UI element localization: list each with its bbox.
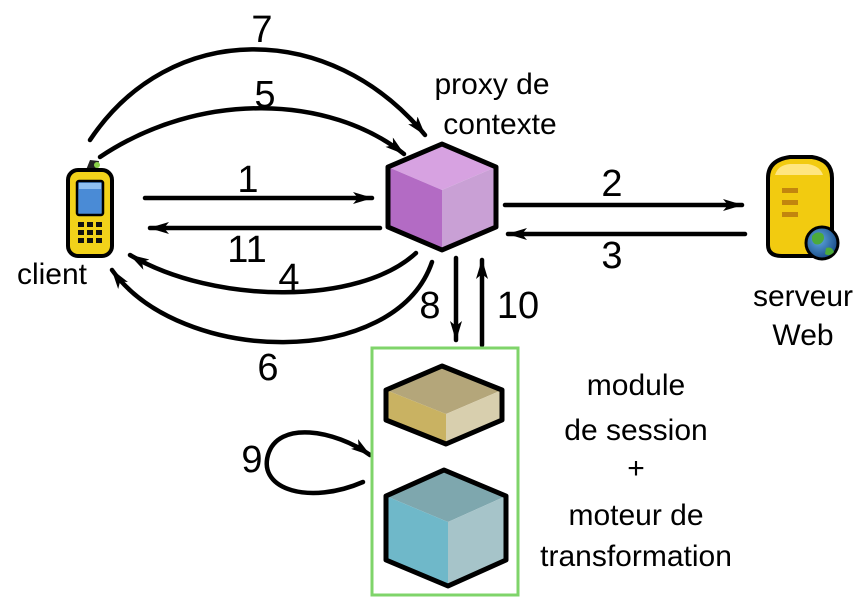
server-label-line2: Web [772,319,833,352]
edge-label-11: 11 [227,229,266,271]
edge-label-7: 7 [251,9,272,51]
edge-label-3: 3 [601,235,622,277]
edge-label-10: 10 [497,285,539,327]
arrow-4 [127,250,419,295]
arrow-7 [87,47,428,143]
transform-cube-icon [383,467,509,589]
module-text-line5: transformation [540,540,732,573]
edge-label-5: 5 [254,74,275,116]
client-label: client [17,258,88,291]
proxy-label-line1: proxy de [434,68,549,101]
arrow-6 [109,259,435,345]
edge-label-9: 9 [241,439,262,481]
phone-icon [66,160,114,258]
arrow-9 [264,430,373,496]
module-text-line1: module [587,369,685,402]
edge-label-6: 6 [257,347,278,389]
edge-label-2: 2 [601,163,622,205]
proxy-label-line2: contexte [443,108,556,141]
proxy-cube-icon [385,141,499,253]
server-label-line1: serveur [753,280,853,313]
server-icon [766,155,840,261]
module-container [370,346,520,597]
edge-label-4: 4 [278,257,299,299]
module-text-line4: moteur de [568,499,703,532]
module-text-line3: + [627,452,645,485]
edge-label-1: 1 [237,159,258,201]
module-text-line2: de session [564,414,707,447]
edge-label-8: 8 [419,285,440,327]
arrow-5 [97,106,407,160]
session-cube-icon [383,363,505,447]
